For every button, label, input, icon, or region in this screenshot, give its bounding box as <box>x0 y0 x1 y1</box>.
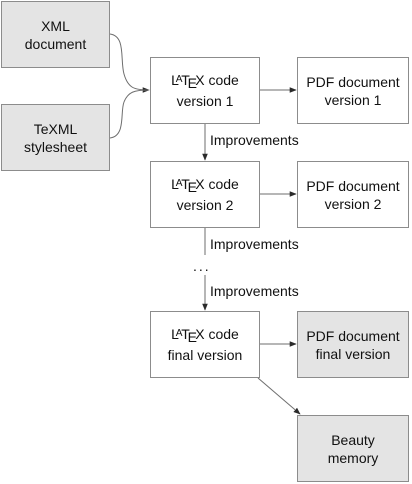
node-label-line: PDF document <box>306 73 400 90</box>
node-title-line: LATEX code <box>171 175 239 196</box>
latex-logo: LATEX <box>171 326 205 346</box>
edge-label-improvements: Improvements <box>210 283 299 299</box>
edge-latex-final-to-beauty-memory <box>257 377 301 415</box>
node-label-line: version 1 <box>324 91 382 108</box>
pdf-document-final-node: PDF document final version <box>297 311 409 378</box>
xml-document-node: XML document <box>1 1 110 68</box>
node-title-suffix: code <box>204 326 239 342</box>
node-title-line: LATEX code <box>171 71 239 92</box>
edge-stylesheet-to-latex-v1 <box>109 89 150 139</box>
node-label-line: version 2 <box>324 195 382 212</box>
node-label-line: document <box>24 35 87 52</box>
node-label-line: Beauty <box>331 431 375 448</box>
latex-logo: LATEX <box>171 176 205 196</box>
latex-code-final-node: LATEX code final version <box>150 311 260 378</box>
node-label-line: XML <box>41 17 70 34</box>
node-label-line: memory <box>327 449 379 466</box>
node-title-suffix: code <box>204 72 239 88</box>
edge-xml-to-latex-v1 <box>109 33 150 93</box>
node-label-line: stylesheet <box>23 138 88 155</box>
pdf-document-v2-node: PDF document version 2 <box>297 161 409 228</box>
node-label-line: final version <box>167 347 243 363</box>
node-label-line: version 2 <box>176 197 234 213</box>
node-label-line: version 1 <box>176 93 234 109</box>
node-title-suffix: code <box>204 176 239 192</box>
beauty-memory-node: Beauty memory <box>297 415 409 482</box>
node-label-line: PDF document <box>306 177 400 194</box>
latex-code-v2-node: LATEX code version 2 <box>150 161 260 228</box>
node-label-line: PDF document <box>306 327 400 344</box>
pdf-document-v1-node: PDF document version 1 <box>297 57 409 124</box>
node-label-line: final version <box>315 345 391 362</box>
node-label-line: TeXML <box>33 120 78 137</box>
edge-label-improvements: Improvements <box>210 236 299 252</box>
latex-code-v1-node: LATEX code version 1 <box>150 57 260 124</box>
latex-logo: LATEX <box>171 72 205 92</box>
node-title-line: LATEX code <box>171 325 239 346</box>
texml-stylesheet-node: TeXML stylesheet <box>1 104 110 171</box>
ellipsis-label: ... <box>193 258 211 274</box>
edge-label-improvements: Improvements <box>210 132 299 148</box>
